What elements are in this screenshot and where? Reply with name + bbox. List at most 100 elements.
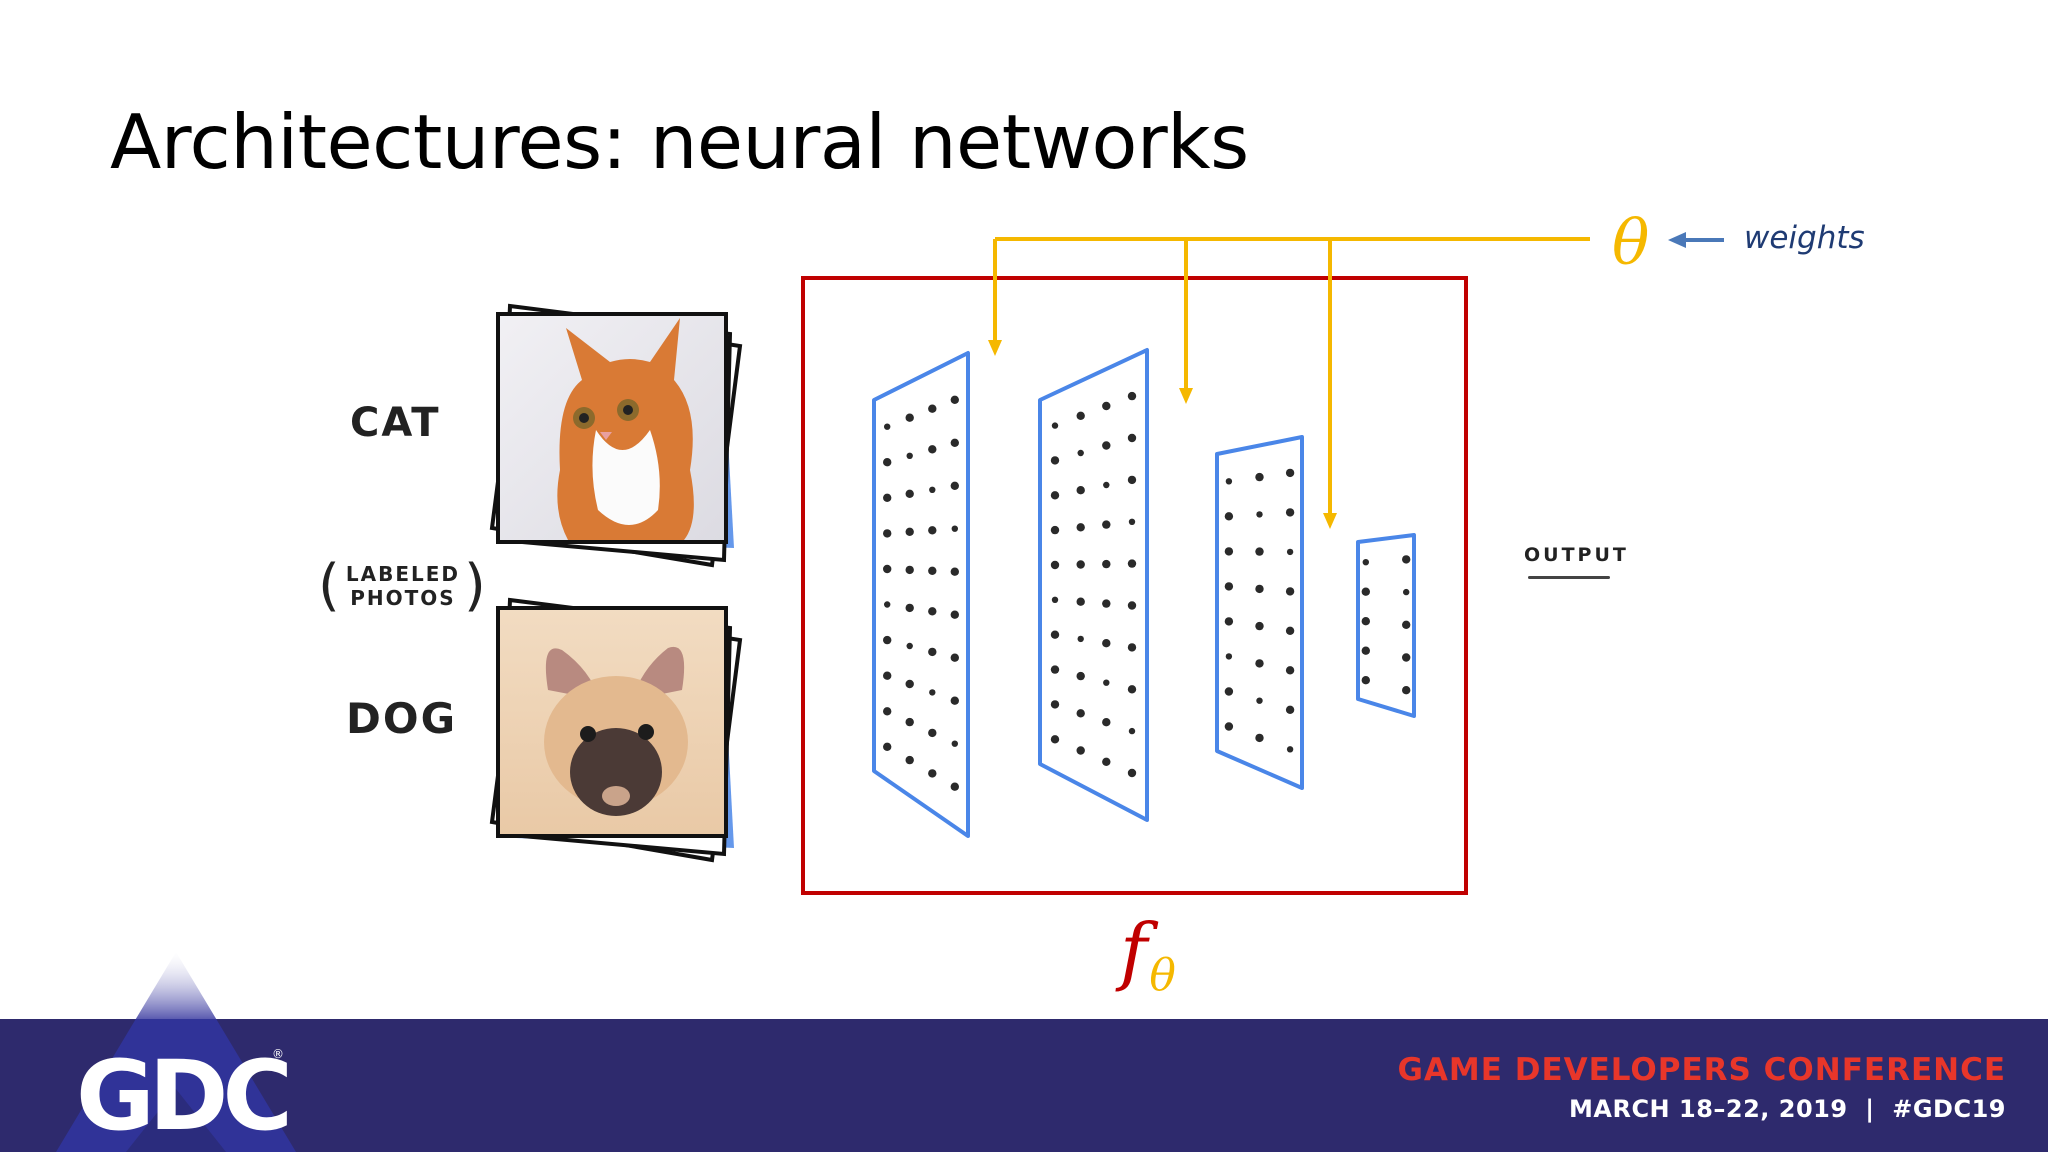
function-symbol: f [1120, 908, 1148, 994]
neuron-dot [1255, 621, 1264, 631]
neuron-dot [1127, 601, 1137, 610]
neuron-dot [1102, 401, 1111, 411]
neuron-dot [1076, 560, 1085, 569]
neuron-dot [1076, 746, 1085, 755]
layer-1 [872, 351, 970, 838]
neuron-dot [1076, 671, 1085, 681]
neuron-dot [950, 438, 959, 447]
weights-label: weights [1744, 220, 1865, 256]
function-box [801, 276, 1468, 895]
neuron-dot [950, 610, 959, 619]
neuron-dot [928, 607, 937, 616]
dog-label: DOG [346, 694, 458, 743]
neuron-dot [883, 742, 892, 751]
neuron-dot [1362, 559, 1370, 566]
neuron-dot [1127, 391, 1137, 401]
conference-name: GAME DEVELOPERS CONFERENCE [1397, 1052, 2006, 1088]
footer-bar [0, 1019, 2048, 1152]
neuron-dot [883, 493, 892, 502]
neuron-dot [1224, 512, 1234, 521]
neuron-dot [1286, 548, 1294, 556]
neuron-dot [928, 566, 937, 575]
neuron-dot [1076, 709, 1085, 718]
cat-label: CAT [350, 400, 441, 446]
neuron-dot [905, 565, 914, 575]
neuron-dot [1102, 520, 1111, 529]
neuron-dot [1224, 722, 1234, 731]
neuron-dot [929, 486, 936, 493]
neuron-dot [1128, 518, 1136, 525]
neuron-dot [1128, 727, 1136, 735]
neuron-dot [1050, 630, 1060, 639]
neuron-dot [884, 601, 891, 608]
gdc-registered-mark: ® [272, 1047, 284, 1061]
neuron-dot [1361, 676, 1371, 685]
neuron-dot [928, 647, 937, 657]
neuron-dot [1402, 555, 1411, 564]
neuron-dot [1127, 643, 1137, 652]
neuron-dot [1127, 768, 1137, 778]
neuron-dot [1127, 559, 1137, 568]
neuron-dot [1103, 481, 1110, 489]
neuron-dot [1402, 686, 1411, 695]
neuron-dot [1102, 599, 1111, 608]
neuron-dot [1256, 511, 1263, 518]
neuron-dot [883, 458, 892, 467]
neuron-dot [928, 728, 937, 738]
neuron-dot [1076, 411, 1085, 420]
neuron-dot [1285, 587, 1295, 596]
neuron-dot [1285, 705, 1295, 714]
dog-image [544, 646, 688, 816]
neuron-dot [1255, 733, 1264, 743]
neuron-dot [950, 696, 959, 705]
neuron-dot [1224, 687, 1234, 696]
neuron-dot [1286, 746, 1294, 753]
function-subscript: θ [1149, 950, 1176, 1001]
layer-4 [1356, 533, 1416, 718]
layer-3 [1215, 435, 1304, 790]
neuron-dot [950, 395, 959, 404]
neuron-dot [905, 717, 914, 727]
labeled-photos-line2: PHOTOS [350, 586, 456, 610]
paren-close: ) [464, 553, 488, 618]
neuron-dot [1102, 639, 1111, 648]
neuron-dot [1402, 620, 1411, 629]
neuron-dot [1050, 560, 1060, 570]
neuron-dot [1256, 697, 1263, 704]
neuron-dot [884, 423, 891, 430]
neuron-dot [906, 452, 913, 459]
slide-title: Architectures: neural networks [110, 98, 1249, 186]
neuron-dot [1361, 617, 1371, 626]
neuron-dot [1285, 666, 1295, 675]
function-label: fθ [1120, 908, 1176, 1001]
neuron-dot [1050, 491, 1060, 500]
neuron-dot [1051, 596, 1059, 603]
neuron-dot [1050, 735, 1060, 744]
neuron-dot [1255, 659, 1264, 668]
neuron-dot [1127, 475, 1137, 485]
labeled-photos-line1: LABELED [345, 562, 460, 586]
neuron-dot [1050, 665, 1060, 674]
neuron-dot [928, 769, 937, 778]
network-layers [872, 348, 1416, 838]
neuron-dot [1403, 588, 1410, 596]
dog-photo-stack [489, 597, 743, 863]
neuron-dot [929, 689, 936, 696]
neuron-dot [1102, 441, 1111, 450]
output-label: OUTPUT [1524, 544, 1629, 566]
neuron-dot [1102, 757, 1111, 766]
neuron-dot [1255, 547, 1264, 556]
neuron-dot [950, 567, 959, 576]
theta-symbol: θ [1612, 206, 1650, 279]
neuron-dot [883, 529, 892, 538]
layer-2 [1038, 348, 1149, 822]
neuron-dot [928, 404, 937, 413]
neuron-dot [905, 679, 914, 689]
neuron-dot [883, 707, 892, 716]
neuron-dot [928, 526, 937, 535]
neuron-dot [1102, 559, 1111, 569]
neuron-dot [905, 527, 914, 536]
neuron-dot [906, 642, 913, 650]
weights-arrow [1668, 232, 1724, 248]
neuron-dot [950, 653, 959, 662]
